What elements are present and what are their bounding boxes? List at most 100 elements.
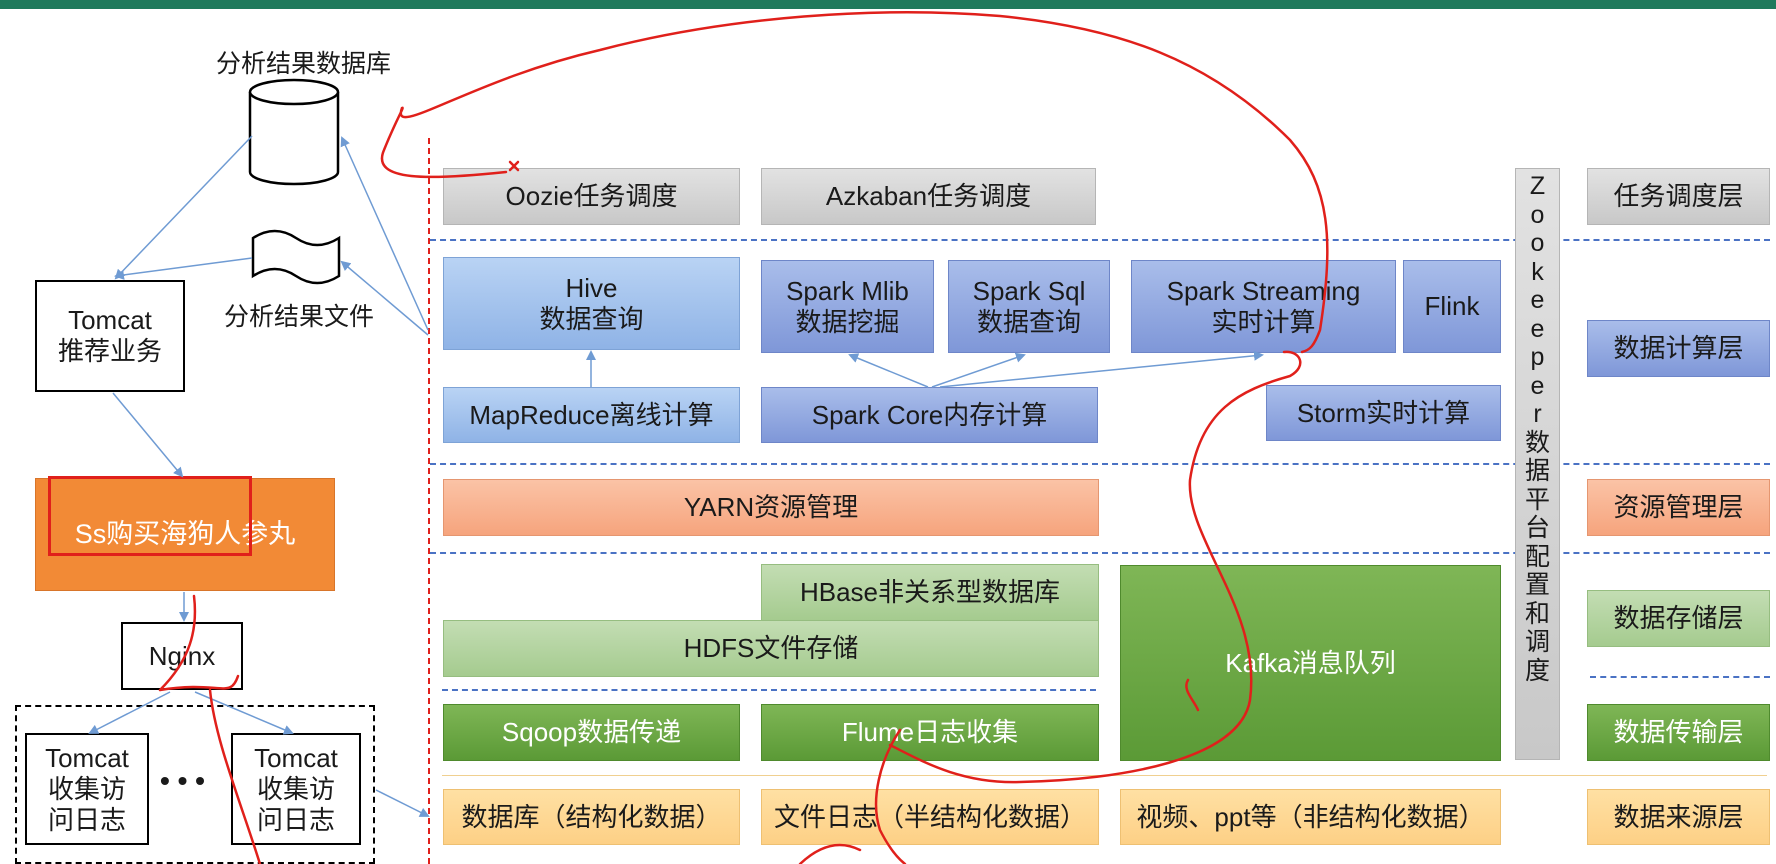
- source-top-line: [442, 775, 1767, 776]
- separator-4: [442, 689, 1096, 691]
- source-log-box: 文件日志（半结构化数据）: [761, 789, 1099, 845]
- result-file-label: 分析结果文件: [224, 303, 375, 331]
- yarn-label: YARN资源管理: [683, 492, 859, 522]
- separator-5: [1590, 676, 1770, 678]
- zookeeper-char: 平: [1524, 485, 1550, 514]
- tomcat-collect-left-line1: Tomcat: [45, 742, 129, 773]
- yarn-box: YARN资源管理: [443, 479, 1099, 536]
- spark-streaming-line1: Spark Streaming: [1166, 275, 1361, 306]
- red-highlight-rect: [48, 476, 252, 556]
- hive-line1: Hive: [565, 272, 618, 303]
- source-db-label: 数据库（结构化数据）: [461, 801, 722, 832]
- tomcat-collect-left-line3: 问日志: [47, 804, 126, 835]
- source-db-box: 数据库（结构化数据）: [443, 789, 740, 845]
- hbase-box: HBase非关系型数据库: [761, 564, 1099, 621]
- zookeeper-column: [1515, 168, 1560, 760]
- tomcat-collect-right-line2: 收集访: [256, 773, 335, 804]
- source-media-box: 视频、ppt等（非结构化数据）: [1120, 789, 1501, 845]
- oozie-label: Oozie任务调度: [505, 181, 678, 211]
- oozie-box: Oozie任务调度: [443, 168, 740, 225]
- tomcat-collect-left: Tomcat 收集访 问日志: [25, 733, 149, 845]
- flume-box: Flume日志收集: [761, 704, 1099, 761]
- tomcat-collect-right: Tomcat 收集访 问日志: [231, 733, 361, 845]
- label-compute-text: 数据计算层: [1613, 333, 1744, 363]
- zookeeper-char: k: [1531, 257, 1544, 286]
- hbase-label: HBase非关系型数据库: [799, 577, 1061, 607]
- spark-mlib-line1: Spark Mlib: [786, 275, 909, 306]
- label-storage-text: 数据存储层: [1613, 603, 1744, 633]
- spark-mlib-line2: 数据挖掘: [795, 306, 900, 337]
- zookeeper-char: p: [1530, 343, 1545, 371]
- storm-box: Storm实时计算: [1266, 385, 1501, 441]
- spark-core-box: Spark Core内存计算: [761, 387, 1098, 443]
- zookeeper-char: 度: [1524, 656, 1550, 685]
- label-source-text: 数据来源层: [1613, 801, 1744, 832]
- azkaban-box: Azkaban任务调度: [761, 168, 1096, 225]
- azkaban-label: Azkaban任务调度: [825, 181, 1032, 211]
- nginx-label: Nginx: [148, 640, 216, 671]
- hive-box: Hive 数据查询: [443, 257, 740, 350]
- mapreduce-box: MapReduce离线计算: [443, 387, 740, 443]
- separator-1: [430, 239, 1770, 241]
- orange-app-label: Ss购买海狗人参丸: [74, 519, 296, 549]
- spark-sql-box: Spark Sql 数据查询: [948, 260, 1110, 353]
- file-icon: [251, 229, 341, 285]
- red-divider: [428, 138, 430, 864]
- hdfs-label: HDFS文件存储: [683, 633, 859, 663]
- arrow-file-to-tomcat: [114, 257, 253, 280]
- zookeeper-char: 台: [1524, 514, 1550, 542]
- label-resource-text: 资源管理层: [1613, 492, 1744, 522]
- spark-streaming-line2: 实时计算: [1211, 306, 1316, 337]
- zookeeper-char: 和: [1524, 599, 1550, 628]
- spark-streaming-box: Spark Streaming 实时计算: [1131, 260, 1396, 353]
- zookeeper-char: 数: [1524, 428, 1550, 457]
- spark-sql-line1: Spark Sql: [972, 275, 1086, 306]
- arrow-core-to-mlib: [848, 353, 929, 388]
- tomcat-recommend-line2: 推荐业务: [57, 336, 162, 366]
- result-db-label: 分析结果数据库: [216, 50, 392, 78]
- nginx-box: Nginx: [121, 622, 243, 690]
- storm-label: Storm实时计算: [1296, 397, 1471, 428]
- label-transport-text: 数据传输层: [1613, 717, 1744, 747]
- separator-3: [430, 552, 1770, 554]
- tomcat-collect-right-line1: Tomcat: [254, 742, 338, 773]
- label-scheduling-text: 任务调度层: [1613, 181, 1744, 211]
- label-compute: 数据计算层: [1587, 320, 1770, 377]
- arrow-db-to-tomcat: [114, 135, 253, 280]
- zookeeper-char: Z: [1529, 172, 1546, 200]
- zookeeper-char: e: [1530, 314, 1545, 343]
- mapreduce-label: MapReduce离线计算: [469, 399, 714, 430]
- tomcat-collect-right-line3: 问日志: [256, 804, 335, 835]
- label-storage: 数据存储层: [1587, 590, 1770, 647]
- tomcat-recommend-box: Tomcat 推荐业务: [35, 280, 185, 392]
- sqoop-box: Sqoop数据传递: [443, 704, 740, 761]
- label-transport: 数据传输层: [1587, 704, 1770, 761]
- zookeeper-char: o: [1530, 200, 1545, 229]
- zookeeper-char: e: [1530, 371, 1545, 400]
- source-log-label: 文件日志（半结构化数据）: [773, 801, 1086, 832]
- top-bar: [0, 0, 1776, 9]
- ellipsis: • • •: [160, 765, 205, 796]
- hive-line2: 数据查询: [539, 303, 644, 334]
- database-icon: [248, 78, 340, 186]
- arrow-core-to-streaming: [939, 350, 1264, 388]
- flink-label: Flink: [1424, 291, 1480, 321]
- zookeeper-char: e: [1530, 286, 1545, 314]
- zookeeper-char: 配: [1524, 542, 1550, 571]
- label-scheduling: 任务调度层: [1587, 168, 1770, 225]
- tomcat-collect-left-line2: 收集访: [47, 773, 126, 804]
- zookeeper-char: 据: [1524, 457, 1550, 485]
- zookeeper-char: r: [1533, 400, 1542, 428]
- label-source: 数据来源层: [1587, 789, 1770, 845]
- flink-box: Flink: [1403, 260, 1501, 353]
- tomcat-recommend-line1: Tomcat: [68, 305, 152, 335]
- source-media-label: 视频、ppt等（非结构化数据）: [1136, 801, 1485, 832]
- spark-mlib-box: Spark Mlib 数据挖掘: [761, 260, 934, 353]
- separator-2: [430, 463, 1770, 465]
- orange-app-block: Ss购买海狗人参丸: [35, 478, 335, 591]
- zookeeper-char: o: [1530, 229, 1545, 257]
- arrow-collect-to-source: [375, 789, 430, 817]
- flume-label: Flume日志收集: [841, 717, 1019, 747]
- label-resource: 资源管理层: [1587, 479, 1770, 536]
